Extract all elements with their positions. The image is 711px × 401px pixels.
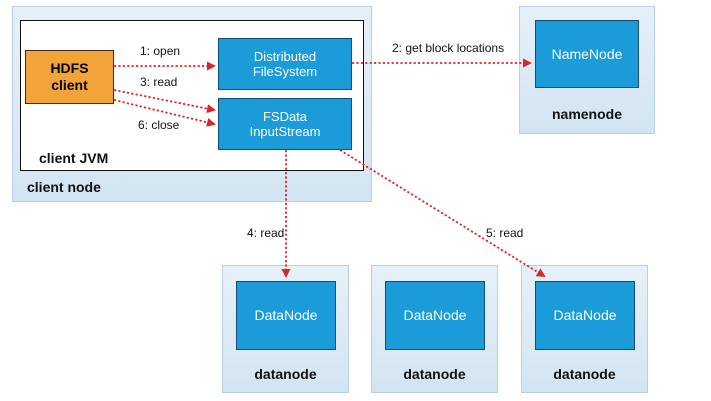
label-get-block-locations: 2: get block locations: [392, 41, 505, 55]
client-jvm-label: client JVM: [39, 150, 109, 166]
distributed-filesystem: Distributed FileSystem: [218, 38, 352, 90]
label-open: 1: open: [140, 44, 181, 58]
datanode-label-1: datanode: [254, 366, 317, 382]
fsdata-inputstream: FSData InputStream: [218, 98, 352, 150]
label-read-client: 3: read: [140, 75, 178, 89]
datanode-box-3: DataNode datanode: [521, 265, 648, 393]
namenode-label: namenode: [551, 106, 622, 122]
distributed-fs-line1: Distributed: [253, 49, 317, 64]
datanode-process-2: DataNode: [385, 281, 485, 350]
hdfs-client-line2: client: [51, 77, 88, 93]
arrow-close: [113, 99, 216, 127]
namenode-box: NameNode namenode: [519, 6, 655, 134]
client-node-label: client node: [27, 179, 101, 195]
datanode-box-2: DataNode datanode: [371, 265, 498, 393]
datanode-box-1: DataNode datanode: [222, 265, 349, 393]
arrow-read-datanode-3: [339, 149, 546, 278]
distributed-fs-line2: FileSystem: [252, 64, 318, 79]
fsdata-line1: FSData: [262, 109, 308, 124]
fsdata-line2: InputStream: [249, 124, 321, 139]
label-close: 6: close: [138, 118, 180, 132]
label-read-datanode-3: 5: read: [486, 226, 524, 240]
datanode-process-1: DataNode: [236, 281, 336, 350]
hdfs-client: HDFS client: [25, 50, 114, 104]
arrow-read-client: [113, 89, 216, 114]
datanode-process-3: DataNode: [535, 281, 635, 350]
datanode-label-2: datanode: [403, 366, 466, 382]
namenode-process: NameNode: [535, 20, 639, 88]
datanode-label-3: datanode: [553, 366, 616, 382]
label-read-datanode-1: 4: read: [247, 226, 285, 240]
hdfs-client-line1: HDFS: [50, 60, 89, 76]
